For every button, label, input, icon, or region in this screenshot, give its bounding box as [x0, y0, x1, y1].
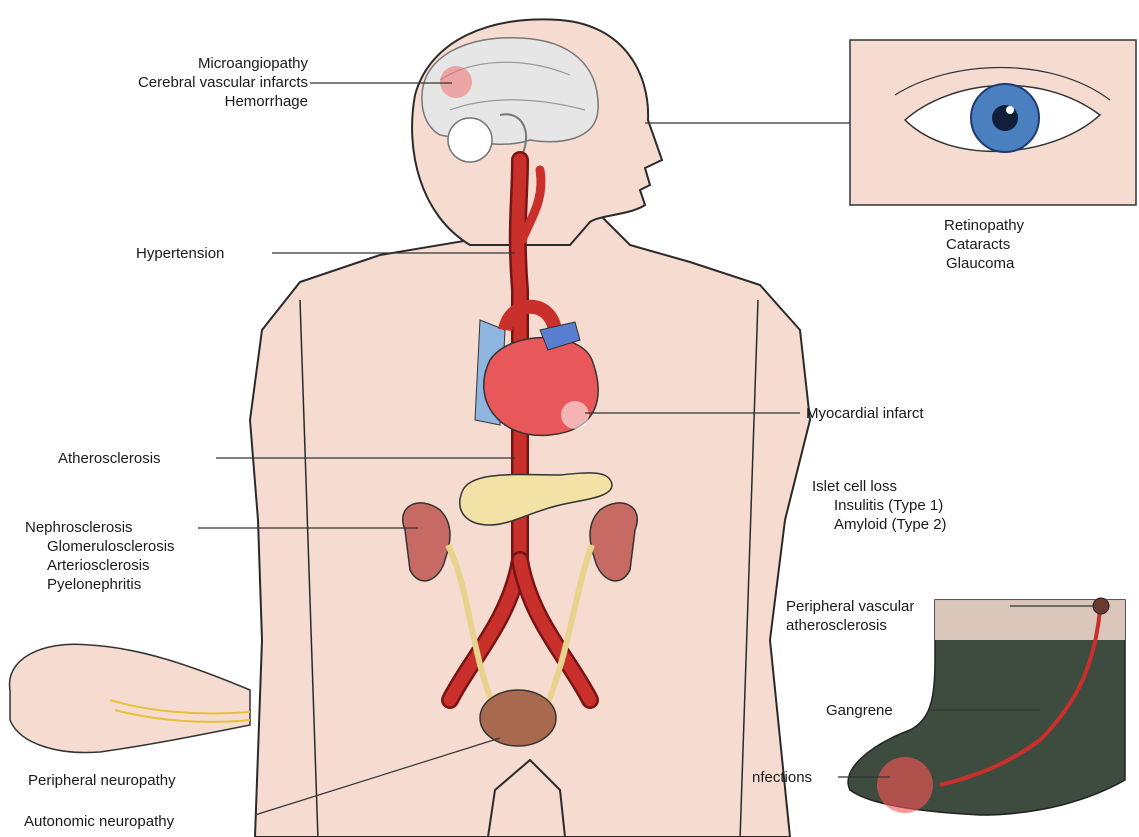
label-cerebral-infarcts: Cerebral vascular infarcts [40, 73, 308, 92]
brain-labels: Microangiopathy Cerebral vascular infarc… [40, 54, 308, 111]
label-islet-cell-loss: Islet cell loss [812, 477, 947, 496]
label-microangiopathy: Microangiopathy [40, 54, 308, 73]
hand-icon [10, 644, 250, 752]
islet-labels: Islet cell loss Insulitis (Type 1) Amylo… [812, 477, 947, 534]
label-insulitis: Insulitis (Type 1) [812, 496, 947, 515]
label-peripheral-vascular: Peripheral vascular [786, 597, 914, 616]
bladder-icon [480, 690, 556, 746]
kidney-labels: Nephrosclerosis Glomerulosclerosis Arter… [25, 518, 175, 594]
label-retinopathy: Retinopathy [944, 216, 1024, 235]
label-pva-atherosclerosis: atherosclerosis [786, 616, 914, 635]
label-gangrene: Gangrene [826, 701, 893, 720]
label-glaucoma: Glaucoma [944, 254, 1024, 273]
eye-labels: Retinopathy Cataracts Glaucoma [944, 216, 1024, 273]
label-pyelonephritis: Pyelonephritis [25, 575, 175, 594]
label-cataracts: Cataracts [944, 235, 1024, 254]
label-amyloid: Amyloid (Type 2) [812, 515, 947, 534]
eye-icon [850, 40, 1136, 205]
pva-labels: Peripheral vascular atherosclerosis [786, 597, 914, 635]
label-arteriosclerosis: Arteriosclerosis [25, 556, 175, 575]
label-hypertension: Hypertension [136, 244, 224, 263]
label-nephrosclerosis: Nephrosclerosis [25, 518, 175, 537]
label-atherosclerosis: Atherosclerosis [58, 449, 161, 468]
label-peripheral-neuropathy: Peripheral neuropathy [28, 771, 176, 790]
label-hemorrhage: Hemorrhage [40, 92, 308, 111]
label-autonomic-neuropathy: Autonomic neuropathy [24, 812, 174, 831]
label-myocardial-infarct: Myocardial infarct [806, 404, 924, 423]
label-infections: nfections [752, 768, 812, 787]
label-glomerulosclerosis: Glomerulosclerosis [25, 537, 175, 556]
